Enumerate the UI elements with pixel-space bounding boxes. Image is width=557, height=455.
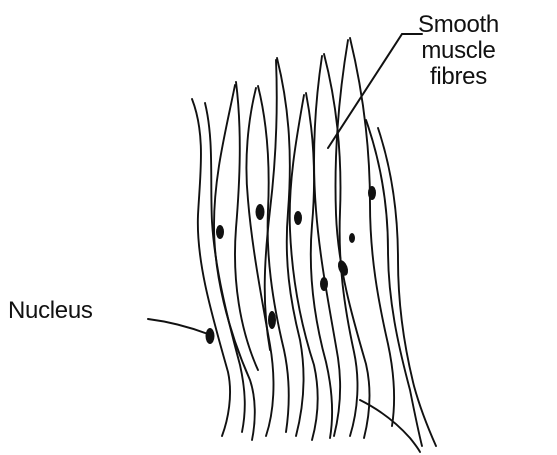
nucleus-leader-line [148,319,208,334]
nucleus-dot [268,311,276,329]
nucleus-dot [256,204,265,220]
nucleus-dot [368,186,376,200]
nucleus-dot [294,211,302,225]
fibre-outline [378,128,436,446]
nucleus-dot [320,277,328,291]
smooth-muscle-fibres-label: Smooth muscle fibres [418,12,499,90]
fibre-outline [306,93,332,438]
nucleus-dot [336,259,350,277]
nucleus-dot [206,328,215,344]
nucleus-dot [349,233,355,243]
nucleus-dot [216,225,224,239]
fibre-outline [235,82,258,370]
nucleus-label: Nucleus [8,298,93,324]
smooth-muscle-label-line: fibres [418,64,499,90]
smooth-muscle-label-line: Smooth [418,12,499,38]
fibre-bundle [192,38,436,452]
smooth-muscle-label-line: muscle [418,38,499,64]
nuclei [206,186,377,344]
smooth-muscle-leader-line [328,34,422,148]
